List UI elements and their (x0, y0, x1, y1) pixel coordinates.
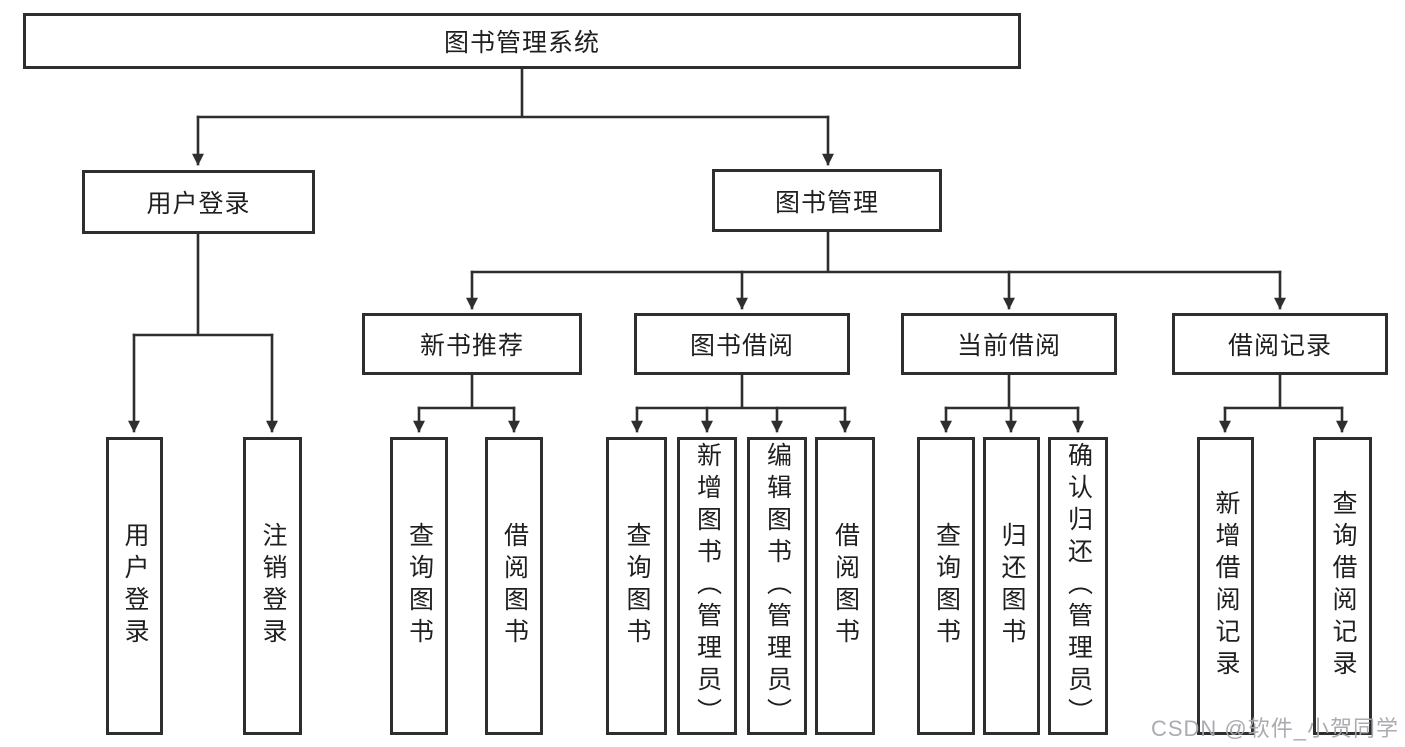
leaf-label: 查询图书 (932, 522, 961, 650)
node-label: 图书管理系统 (443, 29, 600, 57)
leaf-query-books: 查询图书 (917, 437, 975, 735)
csdn-watermark: CSDN @软件_小贺同学 (1150, 716, 1399, 741)
node-current-borrowing: 当前借阅 (901, 313, 1117, 375)
leaf-logout: 注销登录 (243, 437, 302, 735)
node-label: 用户登录 (146, 190, 251, 218)
leaf-label: 查询图书 (405, 522, 434, 650)
leaf-return-books: 归还图书 (983, 437, 1040, 735)
leaf-label: 归还图书 (998, 522, 1026, 650)
node-label: 新书推荐 (419, 332, 524, 360)
leaf-query-books: 查询图书 (390, 437, 448, 735)
leaf-label: 新增图书（管理员） (693, 442, 722, 730)
leaf-borrow-books: 借阅图书 (485, 437, 543, 735)
node-library-management-system: 图书管理系统 (23, 13, 1021, 69)
leaf-add-borrow-record: 新增借阅记录 (1197, 437, 1254, 735)
node-book-borrowing: 图书借阅 (634, 313, 850, 375)
leaf-query-borrow-record: 查询借阅记录 (1313, 437, 1372, 735)
node-label: 当前借阅 (956, 332, 1061, 360)
leaf-edit-books-admin: 编辑图书（管理员） (747, 437, 807, 735)
node-label: 图书借阅 (689, 332, 794, 360)
node-label: 图书管理 (774, 188, 879, 217)
leaf-label: 注销登录 (259, 522, 287, 650)
leaf-label: 查询借阅记录 (1329, 490, 1357, 682)
leaf-confirm-return-admin: 确认归还（管理员） (1048, 437, 1108, 735)
leaf-label: 新增借阅记录 (1212, 490, 1240, 682)
node-book-management-branch: 图书管理 (712, 169, 942, 232)
leaf-borrow-books: 借阅图书 (815, 437, 875, 735)
leaf-label: 编辑图书（管理员） (763, 442, 792, 730)
node-label: 借阅记录 (1227, 332, 1332, 360)
leaf-query-books: 查询图书 (606, 437, 667, 735)
leaf-label: 借阅图书 (831, 522, 860, 650)
leaf-add-books-admin: 新增图书（管理员） (677, 437, 737, 735)
connector-arrows (128, 115, 1348, 433)
leaf-label: 查询图书 (623, 522, 651, 650)
leaf-label: 确认归还（管理员） (1064, 442, 1093, 730)
node-borrowing-records: 借阅记录 (1172, 313, 1388, 375)
leaf-label: 借阅图书 (500, 522, 529, 650)
leaf-label: 用户登录 (121, 522, 149, 650)
node-user-login-branch: 用户登录 (82, 170, 315, 234)
connector-stems (132, 67, 1344, 410)
leaf-user-login: 用户登录 (106, 437, 163, 735)
node-new-book-recommend: 新书推荐 (362, 313, 582, 375)
